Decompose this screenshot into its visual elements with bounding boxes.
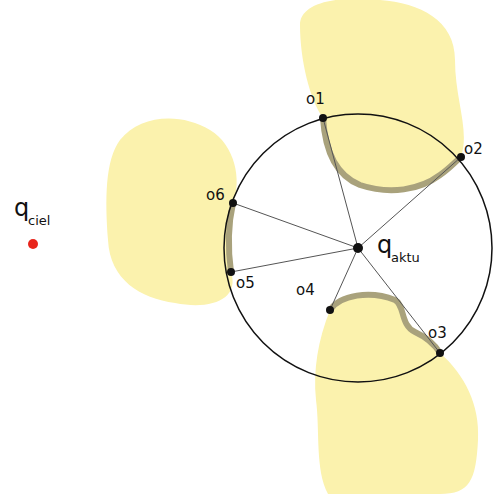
obstacle <box>106 119 236 306</box>
obstacle <box>315 295 478 494</box>
boundary-segment <box>330 295 440 353</box>
point-symbol: q <box>14 196 29 220</box>
point <box>227 268 235 276</box>
sensor-range <box>224 114 492 382</box>
point-symbol: q <box>377 233 392 257</box>
ray <box>233 203 358 248</box>
obstacle <box>300 0 464 190</box>
point-subscript: ciel <box>28 214 50 227</box>
ray <box>323 118 358 248</box>
point <box>319 114 327 122</box>
ray <box>358 248 440 353</box>
boundary-segment <box>229 203 233 272</box>
point <box>457 153 465 161</box>
ray <box>358 157 461 248</box>
boundary-segment <box>323 118 461 190</box>
goal-point <box>28 239 38 249</box>
point <box>436 349 444 357</box>
point-subscript: aktu <box>391 251 420 264</box>
point-label: o3 <box>428 326 447 341</box>
point-label: o1 <box>306 92 325 107</box>
point-label: o2 <box>464 142 483 157</box>
point-label: o6 <box>206 188 225 203</box>
point-label: o4 <box>296 283 315 298</box>
point <box>326 306 334 314</box>
point <box>229 199 237 207</box>
point-label: o5 <box>236 276 255 291</box>
ray <box>330 248 358 310</box>
point <box>353 243 363 253</box>
ray <box>231 248 358 272</box>
